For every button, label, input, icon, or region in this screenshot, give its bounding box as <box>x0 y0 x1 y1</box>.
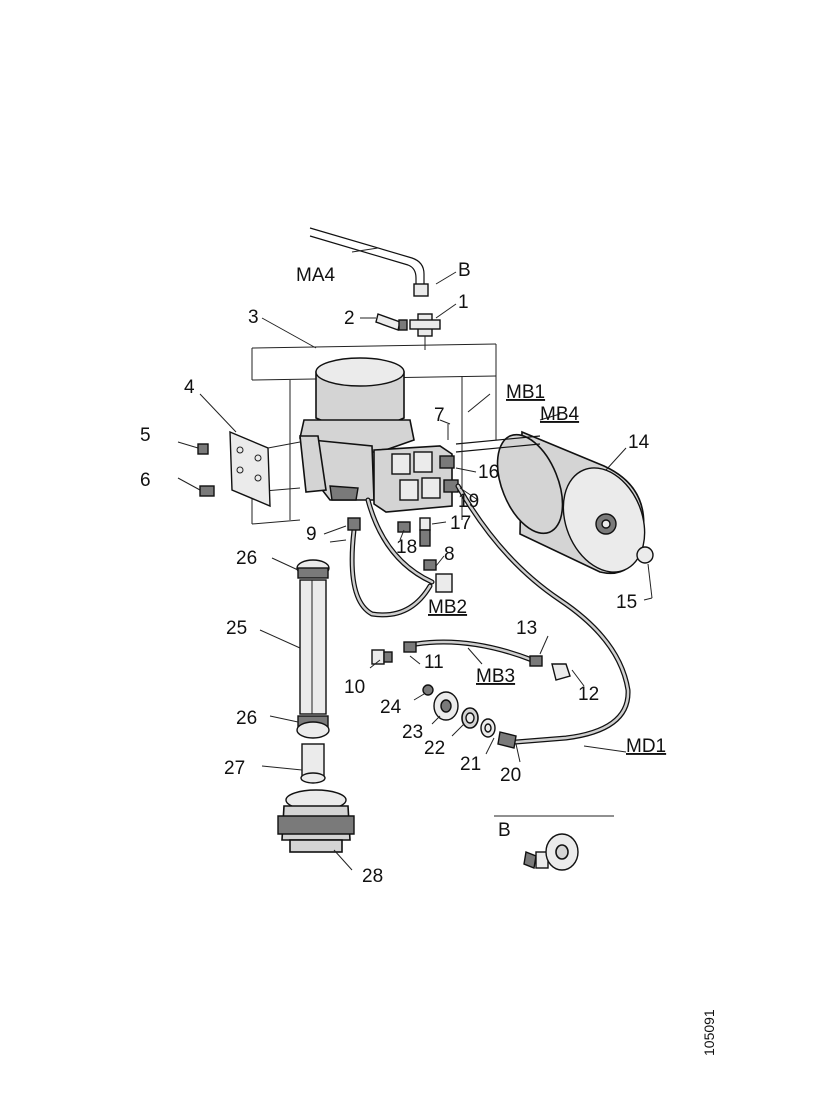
label-20: 20 <box>500 765 521 786</box>
fitting-9 <box>347 517 361 531</box>
label-9: 9 <box>306 524 317 545</box>
fitting-11 <box>403 641 417 653</box>
label-mb4: MB4 <box>540 404 580 425</box>
bolt-6 <box>177 477 215 497</box>
fitting-13 <box>529 655 543 667</box>
air-tank-14 <box>496 430 654 574</box>
fitting-27 <box>300 743 326 784</box>
label-4: 4 <box>184 377 195 398</box>
leader-lines <box>199 247 653 871</box>
label-mb2: MB2 <box>428 597 467 618</box>
label-5: 5 <box>140 425 151 446</box>
label-3: 3 <box>248 307 259 328</box>
label-1: 1 <box>458 292 469 313</box>
label-26-bottom: 26 <box>236 708 257 729</box>
tee-fitting-1 <box>409 313 441 350</box>
fitting-17 <box>419 517 431 547</box>
fitting-2 <box>375 313 408 331</box>
fitting-8 <box>423 559 453 593</box>
fitting-18 <box>397 521 411 533</box>
label-18: 18 <box>396 537 417 558</box>
label-b-top: B <box>458 260 471 281</box>
label-24: 24 <box>380 697 402 718</box>
bracket-4 <box>229 430 301 508</box>
nut-26-top <box>296 559 330 579</box>
label-2: 2 <box>344 308 355 329</box>
label-11: 11 <box>424 652 444 673</box>
label-25: 25 <box>226 618 247 639</box>
label-12: 12 <box>578 684 599 705</box>
label-b-detail: B <box>498 820 511 841</box>
air-dryer-3 <box>299 357 415 501</box>
label-7: 7 <box>434 405 445 426</box>
label-22: 22 <box>424 738 445 759</box>
label-27: 27 <box>224 758 245 779</box>
label-10: 10 <box>344 677 365 698</box>
fitting-12 <box>551 663 571 681</box>
valve-block <box>373 445 459 513</box>
tube-25 <box>299 579 327 715</box>
document-number: 105091 <box>701 1009 717 1056</box>
labels: MA4 B 1 2 3 4 5 6 7 MB1 MB4 14 16 19 17 … <box>140 260 666 887</box>
label-8: 8 <box>444 544 455 565</box>
pipe-ma4 <box>309 227 429 297</box>
label-19: 19 <box>458 491 479 512</box>
label-md1: MD1 <box>626 736 666 757</box>
label-13: 13 <box>516 618 537 639</box>
label-28: 28 <box>362 866 383 887</box>
fitting-10 <box>371 649 393 665</box>
label-ma4: MA4 <box>296 265 336 286</box>
housing-28 <box>277 789 355 853</box>
drain-parts <box>422 684 517 749</box>
label-26-top: 26 <box>236 548 257 569</box>
label-16: 16 <box>478 462 499 483</box>
label-mb3: MB3 <box>476 666 515 687</box>
label-14: 14 <box>628 432 650 453</box>
detail-b <box>494 815 614 871</box>
label-6: 6 <box>140 470 151 491</box>
nut-26-bottom <box>296 715 330 739</box>
label-21: 21 <box>460 754 481 775</box>
label-15: 15 <box>616 592 637 613</box>
label-mb1: MB1 <box>506 382 545 403</box>
bolt-5 <box>177 441 209 455</box>
label-17: 17 <box>450 513 471 534</box>
pipe-mb1-mb4 <box>455 435 541 520</box>
label-23: 23 <box>402 722 423 743</box>
